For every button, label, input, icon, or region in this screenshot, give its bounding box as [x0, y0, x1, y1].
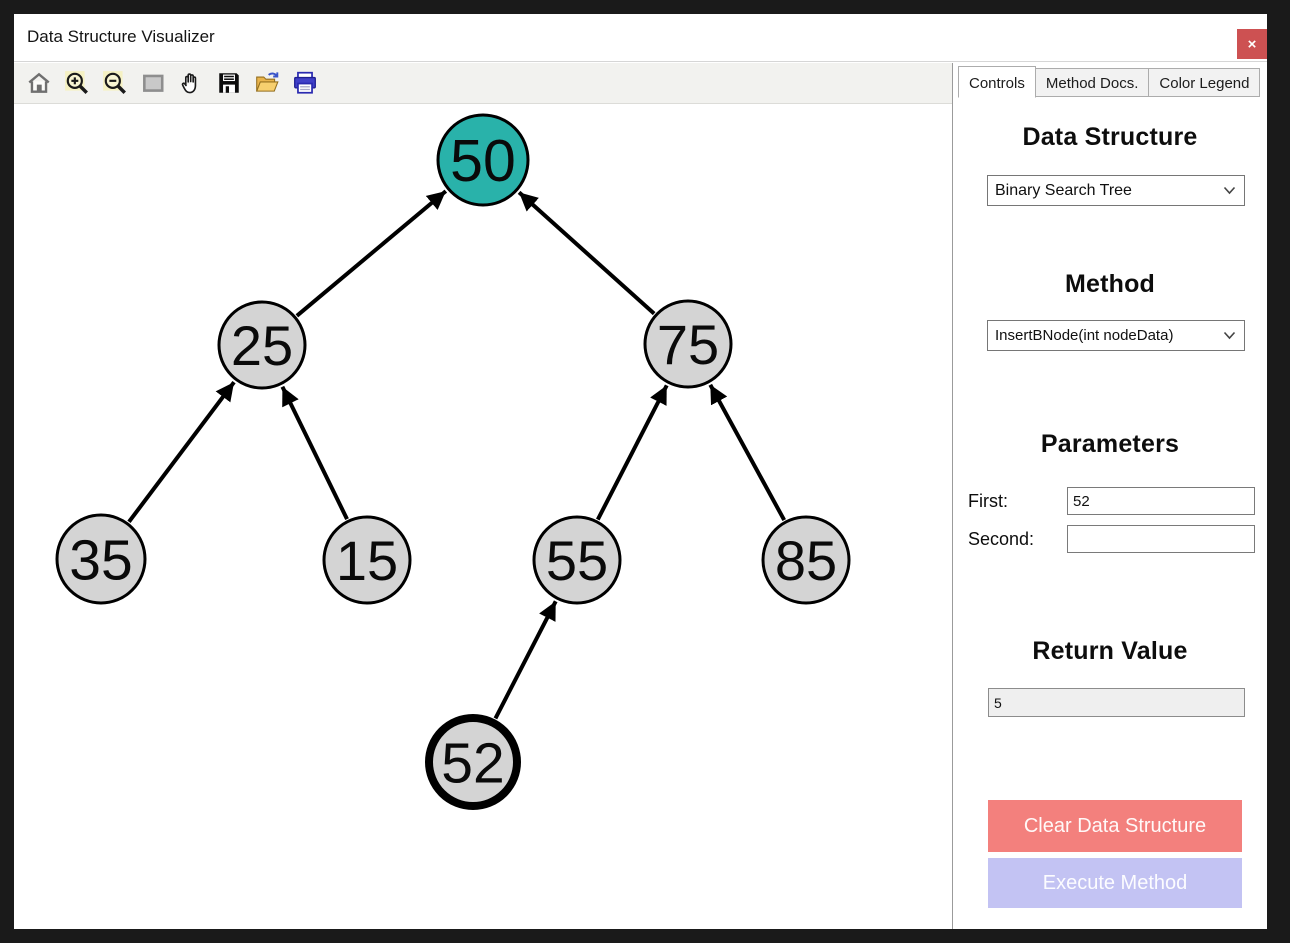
title-bar: Data Structure Visualizer × — [14, 14, 1267, 62]
print-icon — [294, 71, 316, 94]
data-structure-selected-value: Binary Search Tree — [995, 181, 1132, 199]
home-button[interactable] — [24, 68, 54, 98]
tree-svg[interactable]: 50 25 75 35 15 55 85 52 — [14, 104, 952, 928]
parameters-heading: Parameters — [1040, 430, 1180, 458]
method-heading: Method — [1064, 270, 1156, 298]
execute-method-button[interactable]: Execute Method — [988, 858, 1242, 908]
chevron-down-icon — [1223, 186, 1236, 195]
tree-node-15[interactable]: 15 — [322, 515, 412, 605]
window-title: Data Structure Visualizer — [27, 27, 215, 46]
pan-button[interactable] — [176, 68, 206, 98]
tree-node-85[interactable]: 85 — [761, 515, 851, 605]
tree-nodes: 50 25 75 35 15 55 85 52 — [55, 113, 851, 810]
tree-edges — [127, 189, 786, 720]
second-param-input[interactable] — [1067, 525, 1255, 553]
tree-node-50[interactable]: 50 — [436, 113, 530, 207]
tree-node-52[interactable]: 52 — [425, 714, 521, 810]
zoom-in-icon — [65, 71, 88, 94]
control-panel: Controls Method Docs. Color Legend Data … — [952, 63, 1267, 929]
pan-hand-icon — [181, 73, 197, 94]
print-button[interactable] — [290, 68, 320, 98]
tree-edge-75-to-50 — [517, 190, 656, 316]
tree-edge-15-to-25 — [280, 385, 349, 520]
tree-node-value: 15 — [336, 529, 398, 592]
tree-node-value: 52 — [441, 732, 504, 796]
home-icon — [28, 72, 50, 93]
second-param-label: Second: — [968, 529, 1035, 549]
tree-node-55[interactable]: 55 — [532, 515, 622, 605]
return-value-heading: Return Value — [1032, 637, 1188, 665]
method-dropdown[interactable]: InsertBNode(int nodeData) — [987, 320, 1245, 351]
tab-method-docs[interactable]: Method Docs. — [1035, 68, 1150, 97]
toolbar — [14, 63, 952, 104]
zoom-in-button[interactable] — [62, 68, 92, 98]
tab-color-legend[interactable]: Color Legend — [1149, 68, 1261, 97]
tab-controls[interactable]: Controls — [958, 66, 1036, 98]
tree-edge-25-to-50 — [295, 189, 448, 318]
data-structure-dropdown[interactable]: Binary Search Tree — [987, 175, 1245, 206]
save-button[interactable] — [214, 68, 244, 98]
chevron-down-icon — [1223, 331, 1236, 340]
return-value-field — [988, 688, 1245, 717]
app-window: Data Structure Visualizer × — [14, 14, 1267, 929]
tree-edge-55-to-75 — [596, 384, 669, 521]
zoom-out-icon — [103, 71, 126, 94]
tree-node-value: 85 — [775, 529, 837, 592]
tree-edge-85-to-75 — [708, 383, 786, 522]
tree-edge-35-to-25 — [127, 380, 236, 524]
zoom-out-button[interactable] — [100, 68, 130, 98]
tree-edge-52-to-55 — [493, 600, 558, 720]
close-button[interactable]: × — [1237, 29, 1267, 59]
method-selected-value: InsertBNode(int nodeData) — [995, 327, 1174, 344]
data-structure-heading: Data Structure — [1022, 123, 1198, 151]
tab-bar: Controls Method Docs. Color Legend — [958, 66, 1261, 98]
rectangle-select-icon — [143, 74, 164, 92]
tree-node-35[interactable]: 35 — [55, 513, 147, 605]
rectangle-select-button[interactable] — [138, 68, 168, 98]
tree-node-value: 35 — [69, 529, 132, 593]
tree-node-75[interactable]: 75 — [643, 299, 733, 389]
tree-canvas[interactable]: 50 25 75 35 15 55 85 52 — [14, 104, 952, 929]
clear-data-structure-button[interactable]: Clear Data Structure — [988, 800, 1242, 852]
open-file-icon — [255, 72, 279, 92]
tree-node-25[interactable]: 25 — [217, 300, 307, 390]
first-param-input[interactable] — [1067, 487, 1255, 515]
tree-node-value: 50 — [450, 128, 516, 194]
close-icon: × — [1247, 35, 1257, 53]
tree-node-value: 75 — [657, 313, 719, 376]
first-param-label: First: — [968, 491, 1008, 511]
save-icon — [219, 73, 239, 93]
tree-node-value: 25 — [231, 314, 293, 377]
tree-node-value: 55 — [546, 529, 608, 592]
open-file-button[interactable] — [252, 68, 282, 98]
